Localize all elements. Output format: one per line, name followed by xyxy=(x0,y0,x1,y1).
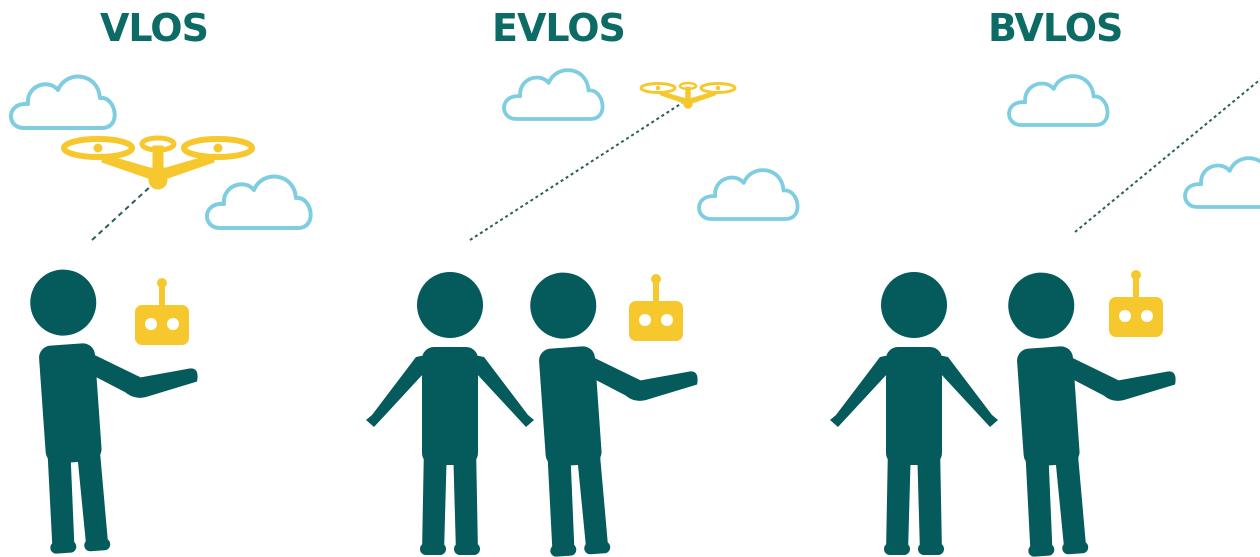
cloud-icon xyxy=(204,174,313,230)
drone-icon xyxy=(639,81,737,110)
panel-bvlos xyxy=(830,74,1260,557)
line-of-sight xyxy=(91,184,153,241)
drone-icon xyxy=(64,138,252,189)
controller-icon xyxy=(629,274,683,341)
cloud-icon xyxy=(8,74,117,130)
panel-title-bvlos: BVLOS xyxy=(988,6,1123,50)
cloud-icon xyxy=(1183,156,1260,209)
panel-title-vlos: VLOS xyxy=(100,6,209,50)
person-icon xyxy=(28,267,198,555)
line-of-sight xyxy=(1074,78,1260,233)
cloud-icon xyxy=(502,68,605,121)
person-icon xyxy=(1006,270,1176,557)
panel-vlos xyxy=(8,74,313,555)
cloud-icon xyxy=(1007,74,1110,127)
controller-icon xyxy=(135,278,189,345)
panel-title-evlos: EVLOS xyxy=(492,6,626,50)
controller-icon xyxy=(1109,270,1163,337)
panel-evlos xyxy=(366,68,800,557)
person-icon xyxy=(366,272,534,555)
line-of-sight xyxy=(469,102,683,241)
cloud-icon xyxy=(697,168,800,221)
person-icon xyxy=(830,272,998,555)
person-icon xyxy=(528,270,698,557)
